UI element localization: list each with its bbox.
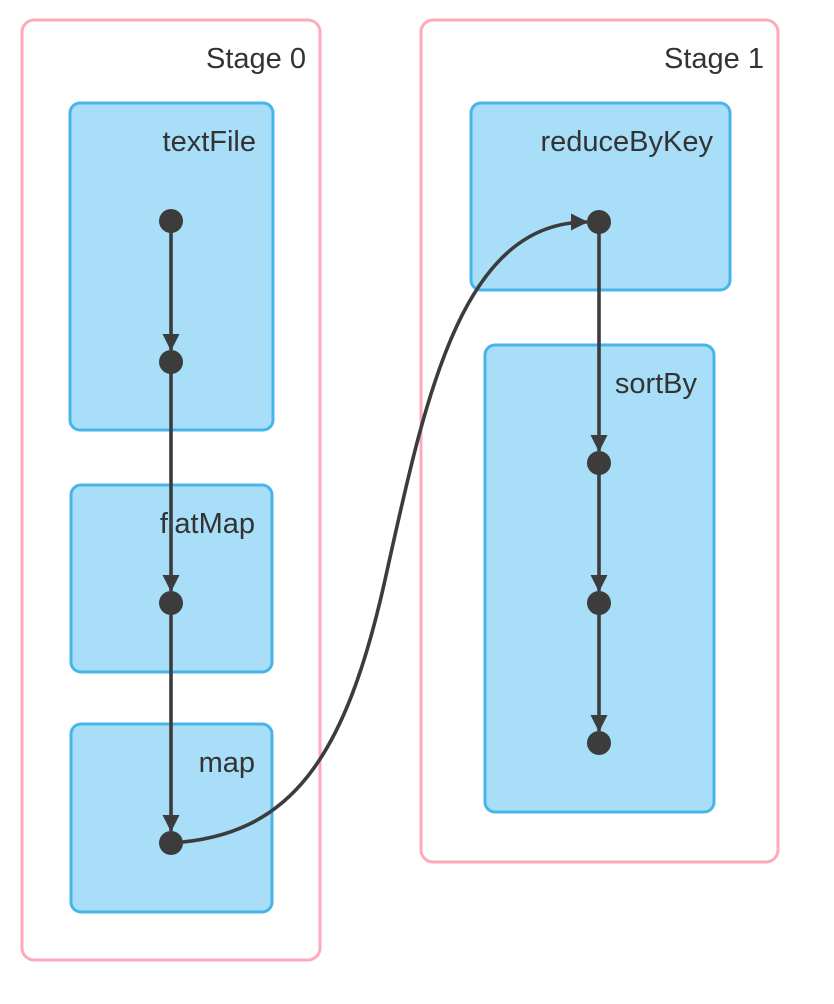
rdd-node-flatmap-0[interactable] xyxy=(159,591,183,615)
rdd-node-textfile-0[interactable] xyxy=(159,209,183,233)
rdd-node-textfile-1[interactable] xyxy=(159,350,183,374)
stages-layer: Stage 0 textFile flatMap map Stage 1 reduceBy… xyxy=(20,18,780,962)
operator-label: textFile xyxy=(163,126,256,158)
nodes-layer xyxy=(159,209,611,855)
rdd-node-reducebykey-0[interactable] xyxy=(587,210,611,234)
edge-map-0-reducebykey-0 xyxy=(170,213,588,845)
rdd-node-sortby-0[interactable] xyxy=(587,451,611,475)
edges-layer xyxy=(162,213,608,845)
rdd-node-map-0[interactable] xyxy=(159,831,183,855)
operator-label: map xyxy=(199,747,255,779)
stage-label: Stage 1 xyxy=(664,43,764,75)
operator-label: flatMap xyxy=(160,508,255,540)
stage-label: Stage 0 xyxy=(206,43,306,75)
operator-label: reduceByKey xyxy=(541,126,714,158)
operator-label: sortBy xyxy=(615,368,698,400)
rdd-node-sortby-2[interactable] xyxy=(587,731,611,755)
rdd-node-sortby-1[interactable] xyxy=(587,591,611,615)
